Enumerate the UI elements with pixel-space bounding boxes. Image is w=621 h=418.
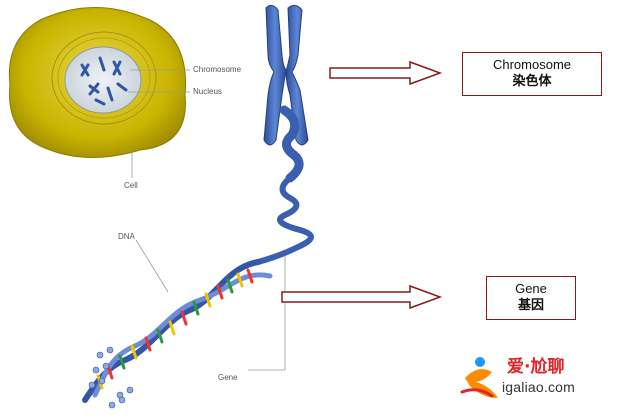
gene-callout-en: Gene xyxy=(515,281,547,296)
arrow-to-gene-callout xyxy=(281,284,443,310)
nucleus-illustration xyxy=(64,46,142,114)
watermark-url: igaliao.com xyxy=(502,379,576,395)
chromosome-callout-zh: 染色体 xyxy=(512,74,552,89)
watermark-brand-name: 爱·尬聊 xyxy=(507,357,565,377)
gene-callout-zh: 基因 xyxy=(517,298,544,313)
cell-label: Cell xyxy=(124,181,138,190)
gene-callout-box: Gene 基因 xyxy=(486,276,576,320)
chromosome-callout-box: Chromosome 染色体 xyxy=(462,52,602,96)
dna-helix-illustration xyxy=(82,259,273,409)
nucleus-label: Nucleus xyxy=(193,87,222,96)
chromosome-illustration xyxy=(263,4,309,183)
arrow-to-chromosome-callout xyxy=(329,60,443,86)
chromosome-callout-en: Chromosome xyxy=(492,57,572,72)
chromosome-small-label: Chromosome xyxy=(193,65,242,74)
dna-label: DNA xyxy=(118,232,135,241)
watermark-logo-icon xyxy=(460,357,498,398)
leader-lines xyxy=(128,69,286,371)
gene-small-label: Gene xyxy=(218,373,238,382)
chromatin-coil xyxy=(255,175,314,265)
